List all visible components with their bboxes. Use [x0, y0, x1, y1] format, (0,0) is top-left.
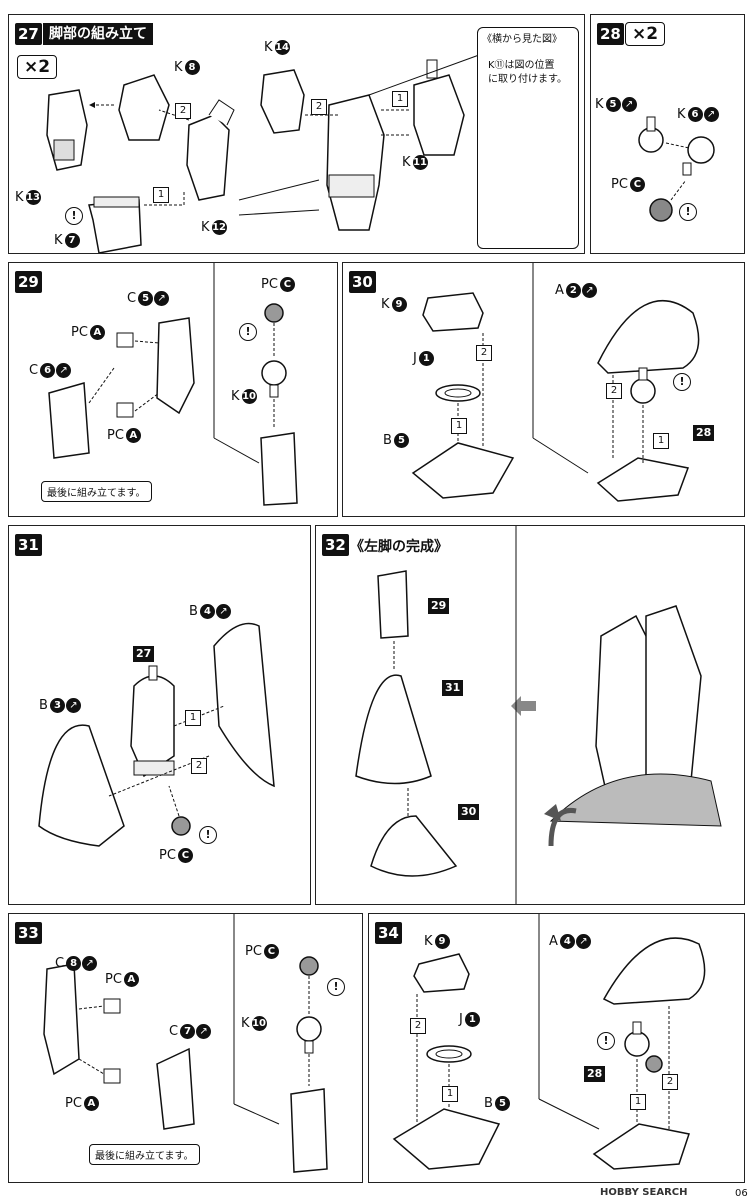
step-28-illustration [638, 116, 715, 222]
reference-step-29: 29 [428, 598, 450, 614]
side-view-note-2: に取り付けます。 [488, 74, 567, 85]
step-title: 《左脚の完成》 [350, 539, 448, 555]
assembly-step-2b: 2 [606, 383, 622, 399]
caution-icon: ! [239, 323, 257, 341]
side-view-title: 《横から見た図》 [482, 34, 562, 45]
assembly-step-1b: 1 [630, 1094, 646, 1110]
reference-step-27: 27 [133, 646, 155, 662]
step-32-illustration [355, 526, 722, 904]
step-number: 29 [15, 271, 42, 293]
reference-step-31: 31 [442, 680, 464, 696]
assembly-step-1b: 1 [392, 91, 408, 107]
side-view-note-1: K⑪は図の位置 [488, 60, 555, 71]
assembly-step-2a: 2 [476, 345, 492, 361]
step-number: 32 [322, 534, 349, 556]
caution-icon: ! [679, 203, 697, 221]
assembly-step-1a: 1 [451, 418, 467, 434]
assembly-step-1: 1 [185, 710, 201, 726]
step-number: 27 [15, 23, 42, 45]
step-30-illustration [411, 263, 700, 502]
caution-icon: ! [597, 1032, 615, 1050]
caution-icon: ! [327, 978, 345, 996]
caution-icon: ! [199, 826, 217, 844]
step-33-illustration [43, 914, 328, 1173]
page-number: 06 [735, 1188, 748, 1199]
assembly-step-2b: 2 [662, 1074, 678, 1090]
caution-icon: ! [65, 207, 83, 225]
reference-step-28: 28 [584, 1066, 606, 1082]
step-27-illustration [46, 54, 555, 253]
step-title: 脚部の組み立て [43, 23, 153, 45]
assembly-step-1b: 1 [653, 433, 669, 449]
assembly-step-1a: 1 [153, 187, 169, 203]
multiplier: ×2 [625, 22, 666, 46]
step-31-illustration [38, 622, 275, 847]
assembly-step-1a: 1 [442, 1086, 458, 1102]
step-number: 33 [15, 922, 42, 944]
watermark: HOBBY SEARCH [600, 1187, 688, 1198]
assembly-step-2: 2 [191, 758, 207, 774]
reference-step-28: 28 [693, 425, 715, 441]
step-number: 31 [15, 534, 42, 556]
step-29-illustration [48, 263, 298, 506]
step-number: 34 [375, 922, 402, 944]
step-number: 30 [349, 271, 376, 293]
step-32-panel: 32 《左脚の完成》 29 31 30 [315, 525, 745, 905]
side-view-box: 《横から見た図》 K⑪は図の位置 に取り付けます。 [477, 27, 579, 249]
assembly-step-2b: 2 [311, 99, 327, 115]
caution-icon: ! [673, 373, 691, 391]
assembly-step-2a: 2 [410, 1018, 426, 1034]
build-last-note: 最後に組み立てます。 [89, 1144, 200, 1165]
step-34-illustration [392, 914, 706, 1170]
step-number: 28 [597, 23, 624, 45]
reference-step-30: 30 [458, 804, 480, 820]
build-last-note: 最後に組み立てます。 [41, 481, 152, 502]
assembly-step-2a: 2 [175, 103, 191, 119]
multiplier: ×2 [17, 55, 58, 79]
